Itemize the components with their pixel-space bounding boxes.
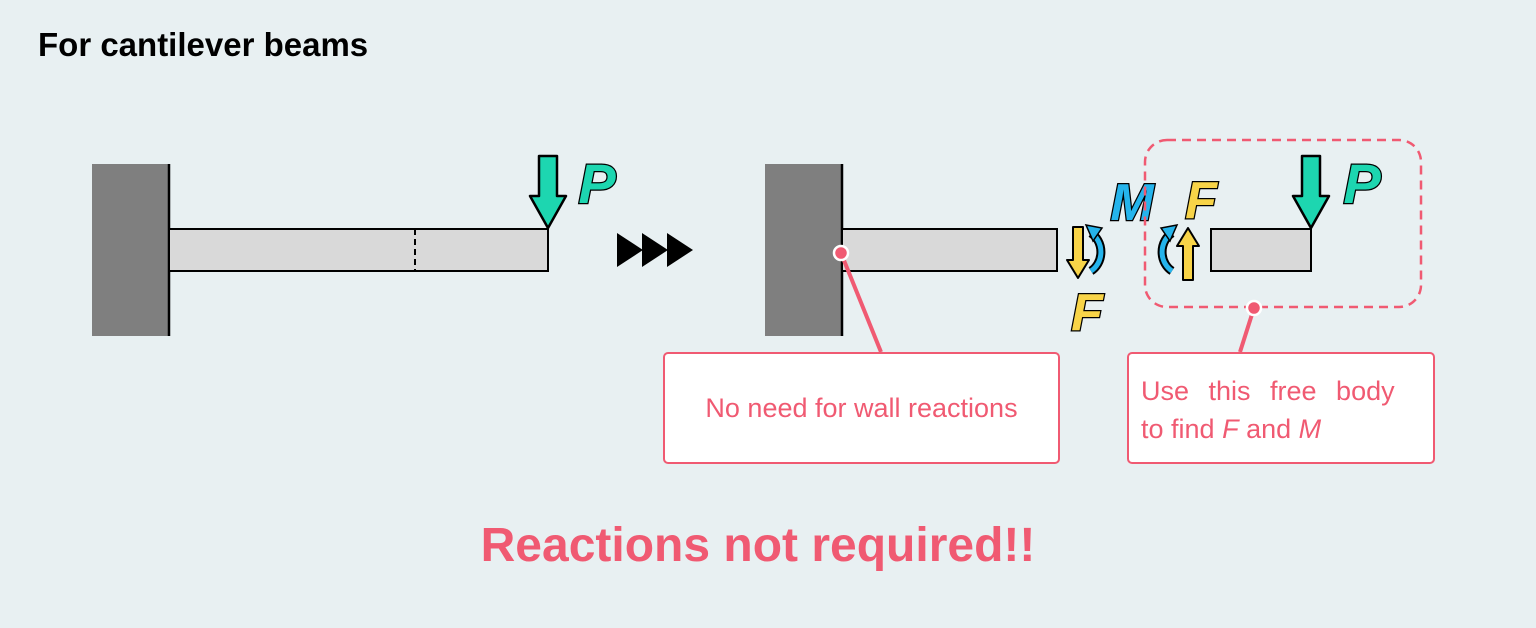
- callout-dot-wall: [832, 244, 850, 262]
- callout-pointer-wall: [839, 252, 883, 353]
- callout-free-body-and: and: [1238, 414, 1299, 444]
- force-arrow-right: [1176, 227, 1200, 281]
- load-arrow-left: [528, 154, 568, 230]
- force-arrow-left: [1066, 226, 1090, 279]
- force-label-right: F: [1185, 172, 1218, 230]
- callout-wall-text: No need for wall reactions: [705, 392, 1018, 423]
- conclusion-label: Reactions not required!!: [480, 519, 1036, 572]
- moment-label-left: M: [1110, 174, 1155, 232]
- conclusion-text: Reactions not required!!: [0, 518, 1536, 573]
- beam-full: [168, 228, 549, 272]
- play-arrow-1: [617, 233, 643, 267]
- load-arrow-right: [1291, 154, 1331, 230]
- force-label-left: F: [1071, 284, 1104, 342]
- load-label-left: P: [578, 152, 616, 215]
- free-body-box: [1143, 138, 1423, 309]
- heading: For cantilever beams: [38, 26, 369, 63]
- callout-var-f: F: [1222, 414, 1239, 444]
- load-label-right: P: [1343, 152, 1381, 215]
- play-arrow-2: [642, 233, 668, 267]
- callout-var-m: M: [1298, 414, 1322, 444]
- callout-free-body-prefix: to find: [1141, 414, 1223, 444]
- callout-free-body-line1: Use this free body: [1141, 376, 1395, 406]
- beam-segment-right: [1210, 228, 1312, 272]
- callout-wall-reactions: No need for wall reactions: [663, 352, 1060, 464]
- callout-free-body-line2: to find F and M: [1141, 410, 1433, 448]
- beam-segment-left: [841, 228, 1058, 272]
- wall-left: [92, 164, 169, 336]
- wall-right: [765, 164, 842, 336]
- callout-free-body: Use this free body to find F and M: [1127, 352, 1435, 464]
- moment-arrowhead-left: [1084, 224, 1104, 243]
- moment-arrowhead-right: [1159, 224, 1179, 243]
- play-arrow-3: [667, 233, 693, 267]
- callout-dot-free-body: [1245, 299, 1263, 317]
